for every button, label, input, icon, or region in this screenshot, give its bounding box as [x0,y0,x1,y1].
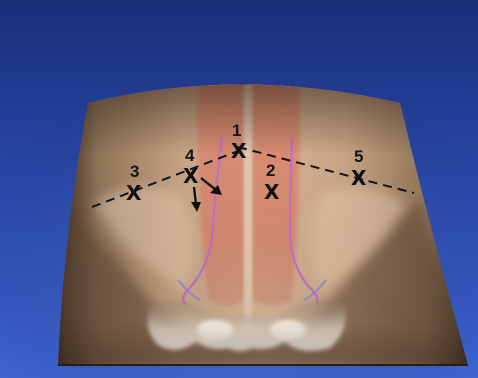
port-point-4-x: X [183,164,199,188]
port-point-5-number: 5 [354,147,363,166]
port-point-2-x: X [264,180,280,204]
port-point-2-number: 2 [266,161,275,180]
port-point-1-x: X [231,139,247,163]
port-point-3-x: X [126,181,142,205]
port-point-3-number: 3 [130,162,139,181]
port-point-5-x: X [351,166,367,190]
port-point-4-number: 4 [185,146,195,165]
port-point-1-number: 1 [232,121,241,140]
